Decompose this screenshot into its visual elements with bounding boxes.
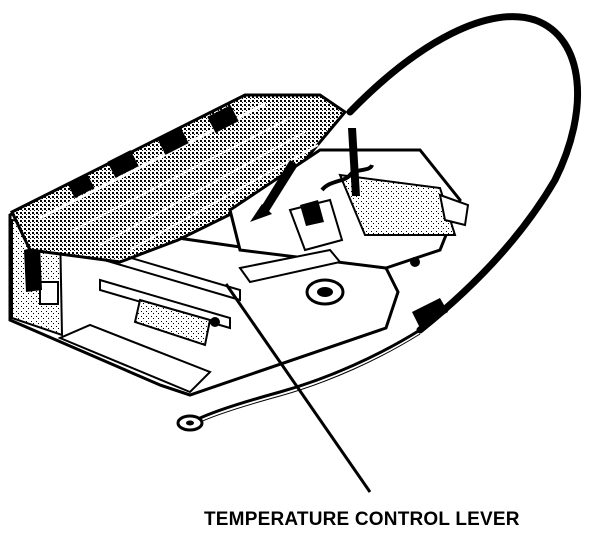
- control-cable: [195, 13, 581, 425]
- temperature-control-lever-label: TEMPERATURE CONTROL LEVER: [204, 509, 520, 530]
- lever-mechanism: [210, 128, 470, 327]
- callout-leader-line: [224, 283, 372, 493]
- cable-eyelet: [176, 414, 204, 432]
